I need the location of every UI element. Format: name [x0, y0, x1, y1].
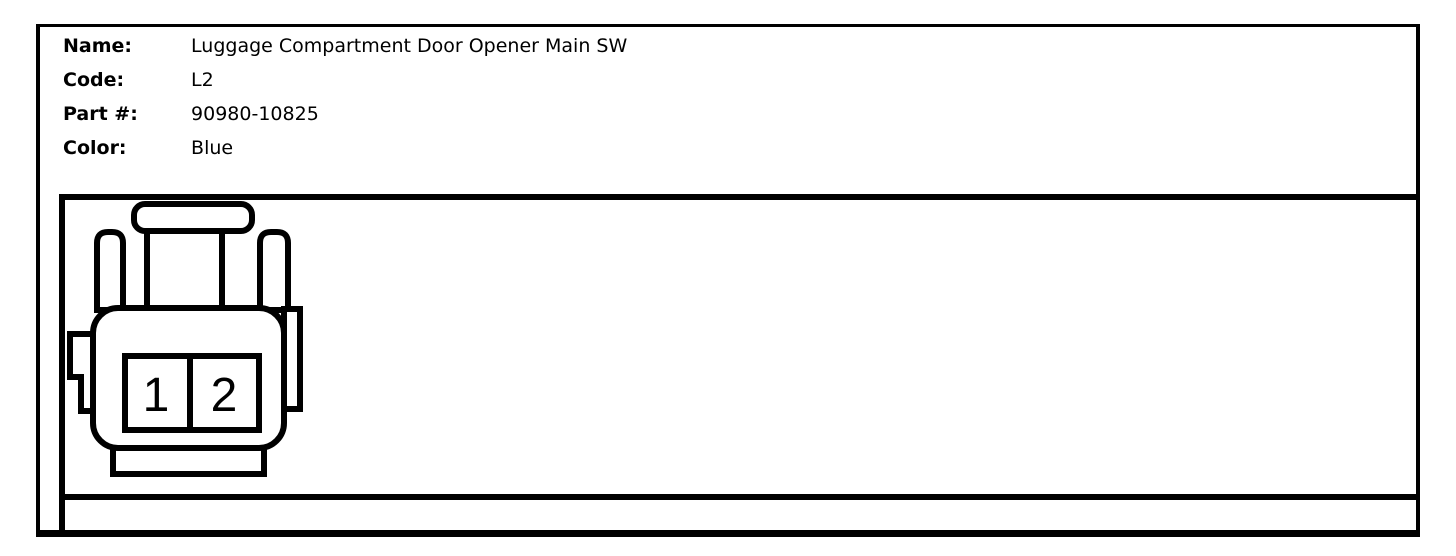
pin-2-number: 2 — [211, 369, 238, 422]
connector-left-ear — [94, 229, 126, 313]
connector-right-ear — [257, 229, 291, 313]
field-row-color: Color: Blue — [63, 131, 627, 165]
code-label: Code: — [63, 69, 125, 91]
connector-outline-group: 1 2 — [67, 201, 303, 477]
connector-latch-tab — [131, 201, 255, 234]
field-row-code: Code: L2 — [63, 63, 627, 97]
part-number-label: Part #: — [63, 103, 138, 125]
connector-neck — [144, 228, 225, 313]
field-row-name: Name: Luggage Compartment Door Opener Ma… — [63, 29, 627, 63]
footer-divider — [59, 494, 1420, 500]
code-value: L2 — [191, 69, 214, 91]
part-number-value: 90980-10825 — [191, 103, 319, 125]
color-label: Color: — [63, 137, 127, 159]
field-row-part-number: Part #: 90980-10825 — [63, 97, 627, 131]
name-label: Name: — [63, 35, 133, 57]
name-value: Luggage Compartment Door Opener Main SW — [191, 35, 628, 57]
connector-info-header: Name: Luggage Compartment Door Opener Ma… — [63, 29, 627, 165]
pin-1-number: 1 — [143, 369, 170, 422]
color-value: Blue — [191, 137, 234, 159]
connector-left-protrusion — [67, 331, 95, 414]
